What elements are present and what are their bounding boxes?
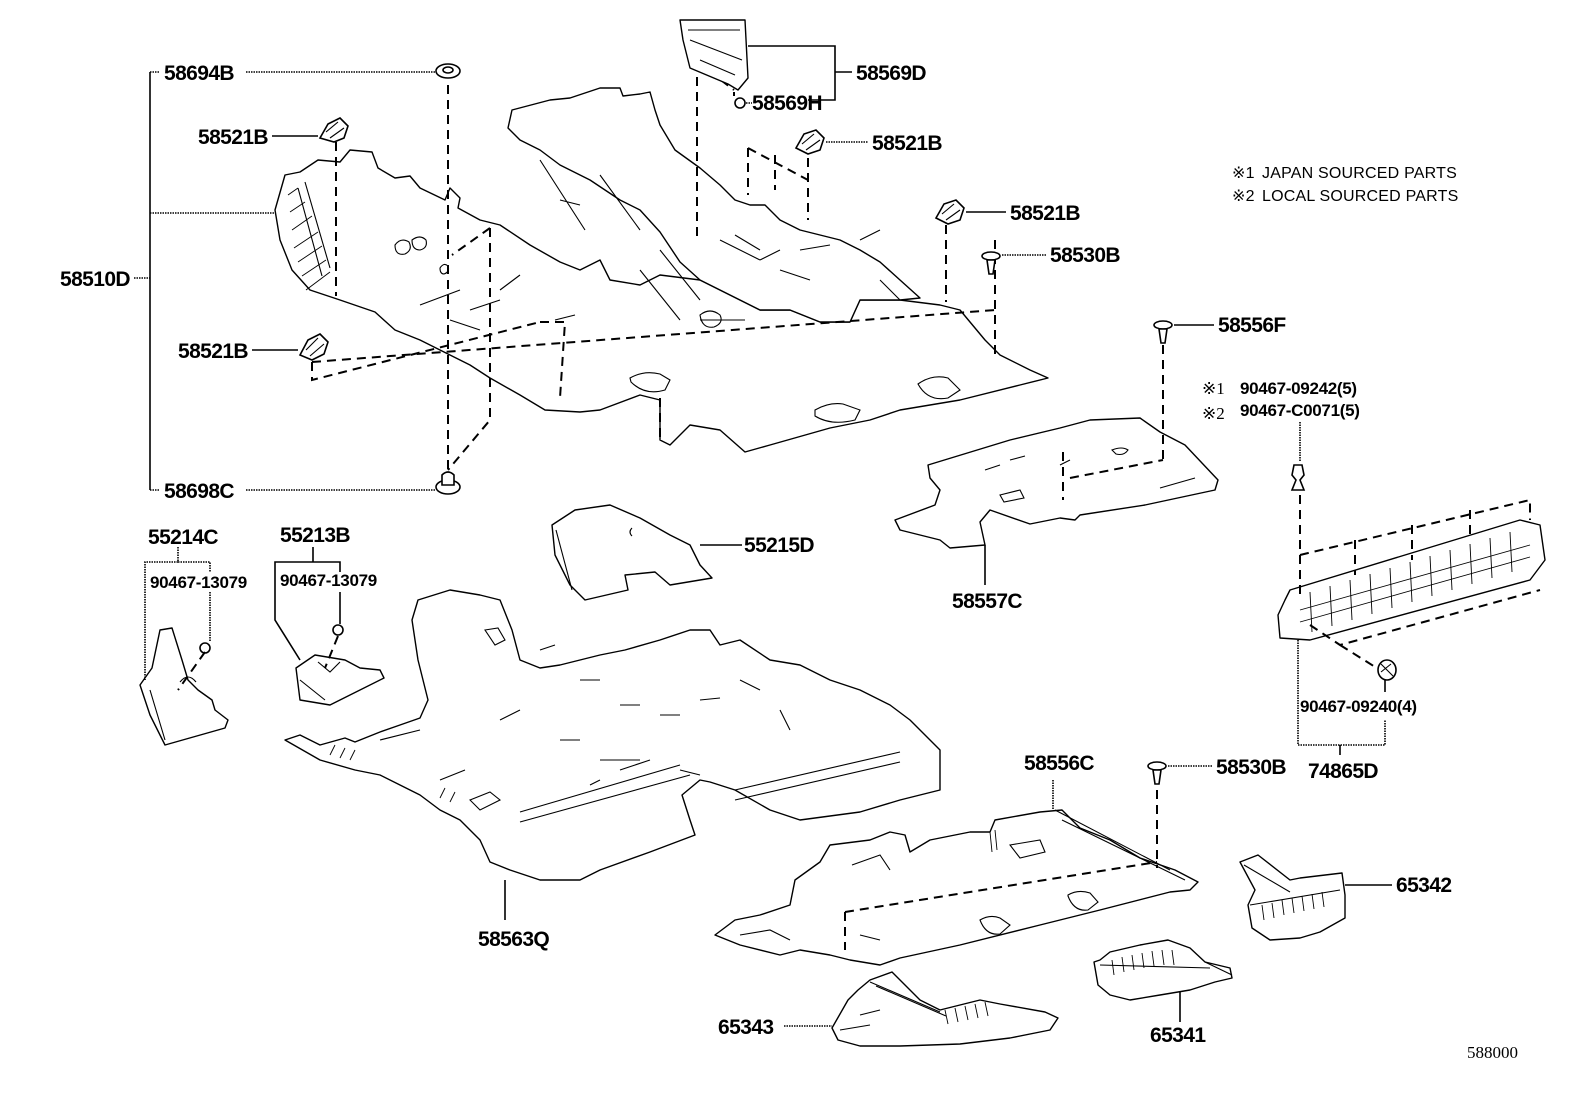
clip-58521B-1-icon[interactable] [318, 117, 349, 143]
floor-carpet-58563Q[interactable] [284, 589, 941, 881]
label-65341[interactable]: 65341 [1150, 1024, 1207, 1047]
mark-local-90467-C0071: ※2 [1202, 404, 1225, 423]
label-58569H[interactable]: 58569H [752, 92, 823, 115]
floor-mat-58557C[interactable] [894, 417, 1219, 549]
label-58556C[interactable]: 58556C [1024, 752, 1095, 775]
mark-japan-90467-09242: ※1 [1202, 379, 1225, 398]
cover-55214C[interactable] [139, 627, 229, 746]
label-58521B-2[interactable]: 58521B [178, 340, 249, 363]
clip-58521B-3-icon[interactable] [794, 129, 825, 155]
label-55213B[interactable]: 55213B [280, 524, 351, 547]
label-group-top-left [134, 71, 436, 491]
label-65343[interactable]: 65343 [718, 1016, 774, 1039]
fastener-90467-13079-a-icon[interactable] [199, 642, 211, 654]
label-58569D[interactable]: 58569D [856, 62, 927, 85]
note-japan-text: JAPAN SOURCED PARTS [1262, 165, 1457, 182]
sourcing-notes: ※1 JAPAN SOURCED PARTS ※2 LOCAL SOURCED … [1232, 165, 1458, 205]
rear-trim-74865D[interactable] [1277, 519, 1546, 641]
label-74865D[interactable]: 74865D [1308, 760, 1379, 783]
fastener-90467-09240-icon[interactable] [1377, 659, 1397, 681]
cover-55215D[interactable] [551, 504, 713, 601]
carpet-hole-rear-left [629, 372, 671, 393]
cover-55213B[interactable] [295, 654, 385, 706]
screw-58556F-icon[interactable] [1153, 320, 1173, 344]
note-japan-mark: ※1 [1232, 165, 1255, 182]
label-58521B-1[interactable]: 58521B [198, 126, 269, 149]
clip-58521B-4-icon[interactable] [934, 199, 965, 225]
diagram-reference-code: 588000 [1467, 1043, 1518, 1062]
label-group-74865D [1297, 422, 1386, 755]
label-58521B-4[interactable]: 58521B [1010, 202, 1081, 225]
label-group-5521x [144, 544, 742, 691]
label-58557C[interactable]: 58557C [952, 590, 1023, 613]
label-90467-13079-a[interactable]: 90467-13079 [150, 573, 247, 592]
label-58510D[interactable]: 58510D [60, 268, 131, 291]
assembly-lines-74865D [1299, 495, 1541, 671]
fastener-58694B-icon[interactable] [435, 63, 461, 79]
label-55214C[interactable]: 55214C [148, 526, 219, 549]
screw-58530B-2-icon[interactable] [1147, 761, 1167, 785]
label-58530B-2[interactable]: 58530B [1216, 756, 1287, 779]
assembly-lines-top [311, 61, 996, 471]
carpet-hole-3 [699, 310, 722, 328]
carpet-hole-rear-center [814, 403, 861, 423]
screw-58530B-1-icon[interactable] [981, 251, 1001, 275]
label-58694B[interactable]: 58694B [164, 62, 235, 85]
label-58530B-1[interactable]: 58530B [1050, 244, 1121, 267]
clip-58521B-2-icon[interactable] [298, 333, 329, 361]
carpet-hole-1 [394, 236, 427, 255]
label-90467-09242[interactable]: 90467-09242(5) [1240, 379, 1357, 398]
fastener-58698C-icon[interactable] [435, 471, 461, 495]
scuff-plate-58569D[interactable] [679, 19, 749, 91]
label-90467-09240[interactable]: 90467-09240(4) [1300, 697, 1417, 716]
note-local-text: LOCAL SOURCED PARTS [1262, 188, 1458, 205]
tray-65342[interactable] [1239, 854, 1346, 941]
label-58521B-3[interactable]: 58521B [872, 132, 943, 155]
fastener-90467-13079-b-icon[interactable] [332, 624, 344, 636]
note-local-mark: ※2 [1232, 188, 1255, 205]
label-90467-13079-b[interactable]: 90467-13079 [280, 571, 377, 590]
label-90467-C0071[interactable]: 90467-C0071(5) [1240, 401, 1360, 420]
assembly-line-58557C [1062, 345, 1164, 500]
carpet-center-tunnel [507, 87, 921, 323]
floor-carpet-58556C[interactable] [714, 809, 1199, 966]
label-58556F[interactable]: 58556F [1218, 314, 1287, 337]
clip-58569H-icon[interactable] [734, 97, 746, 109]
carpet-hole-rear-right [917, 376, 961, 400]
label-58698C[interactable]: 58698C [164, 480, 235, 503]
label-65342[interactable]: 65342 [1396, 874, 1452, 897]
label-58563Q[interactable]: 58563Q [478, 928, 550, 951]
assembly-line-58556C [844, 790, 1158, 950]
floor-carpet-front-assembly[interactable] [274, 87, 1049, 453]
carpet-left-hatching [287, 181, 331, 291]
tray-65341[interactable] [1093, 939, 1233, 1001]
label-group-top-right [746, 45, 1214, 326]
fastener-90467-09242-icon[interactable] [1290, 464, 1306, 491]
label-55215D[interactable]: 55215D [744, 534, 815, 557]
tray-65343[interactable] [831, 971, 1059, 1047]
